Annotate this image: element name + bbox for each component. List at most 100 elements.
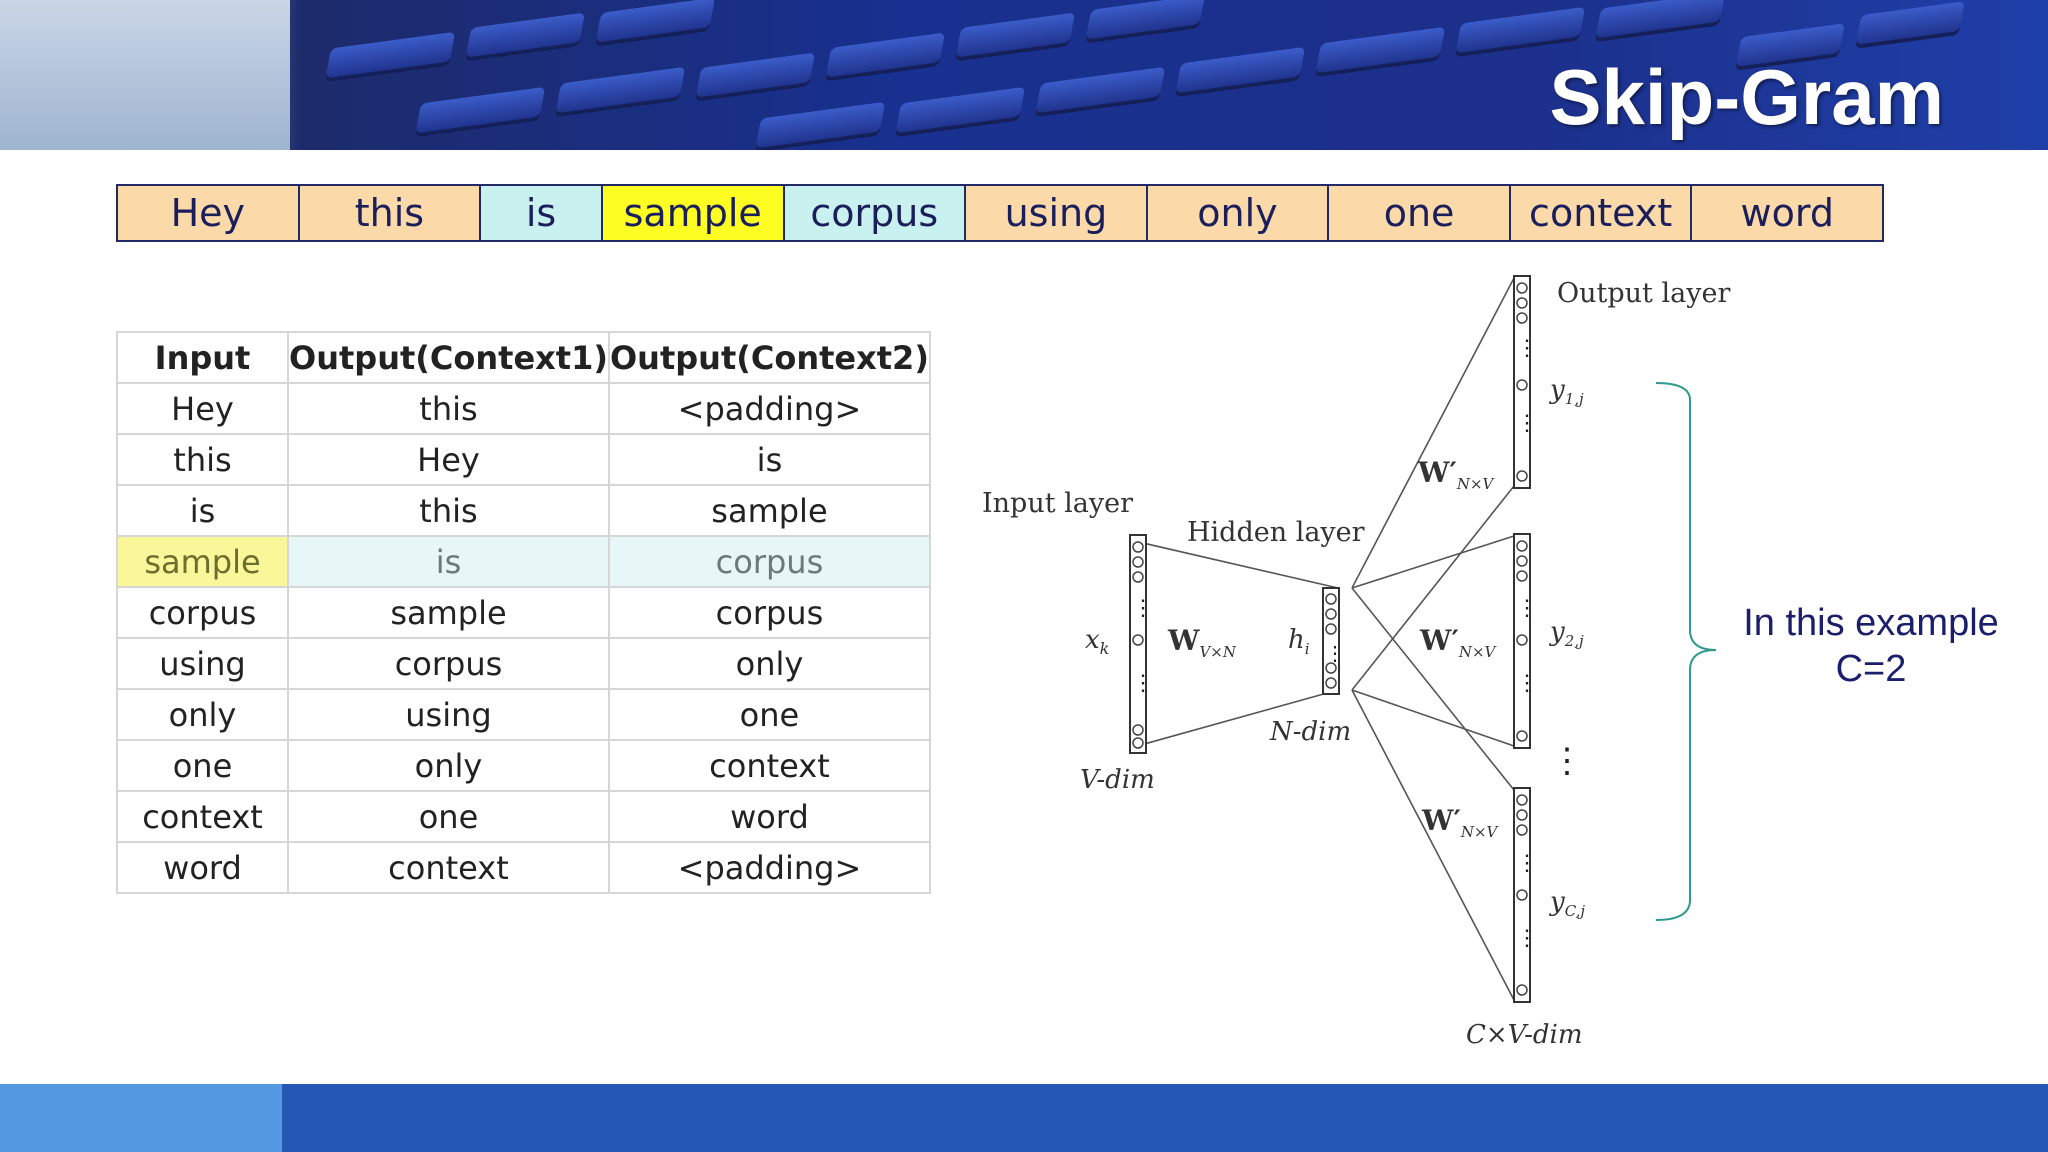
connection-line: [1129, 539, 1339, 589]
keyboard-key-shape: [824, 32, 946, 82]
v-dim-label: V-dim: [1080, 765, 1155, 795]
table-cell: context: [116, 790, 289, 843]
connection-line: [1351, 535, 1515, 589]
output-weight-label-c: W′N×V: [1421, 804, 1500, 841]
table-header-cell: Output(Context2): [607, 331, 931, 384]
connection-line: [1351, 689, 1515, 1001]
sentence-word: context: [1510, 186, 1693, 240]
svg-text:⋮: ⋮: [1132, 596, 1154, 621]
table-cell: context: [287, 841, 610, 894]
output-weight-label-2: W′N×V: [1419, 624, 1498, 661]
input-layer-vector: ⋮ ⋮: [1129, 534, 1154, 754]
table-cell: word: [116, 841, 289, 894]
keyboard-key-shape: [1594, 0, 1726, 43]
skip-gram-network-diagram: ⋮ ⋮ ⋮ ⋮ ⋮ ⋮ ⋮ ⋮: [982, 275, 1730, 1050]
hidden-variable-label: hi: [1288, 625, 1310, 658]
output-vector-2: ⋮ ⋮: [1513, 533, 1538, 749]
header-banner: Skip-Gram: [0, 0, 2048, 150]
header-light-panel: [0, 0, 290, 150]
note-line-1: In this example: [1743, 602, 1999, 644]
connection-line: [1351, 587, 1515, 791]
keyboard-key-shape: [954, 12, 1076, 62]
keyboard-key-shape: [894, 86, 1026, 138]
n-dim-label: N-dim: [1269, 717, 1351, 747]
cv-dim-label: C×V-dim: [1466, 1020, 1582, 1050]
connection-line: [1129, 689, 1339, 749]
svg-text:⋮: ⋮: [1516, 336, 1538, 361]
table-cell: only: [607, 637, 931, 690]
table-cell: sample: [287, 586, 610, 639]
table-header-cell: Output(Context1): [287, 331, 610, 384]
output-layer-label: Output layer: [1557, 278, 1730, 309]
sentence-word: sample: [602, 186, 785, 240]
hidden-layer-vector: ⋮: [1322, 587, 1345, 695]
footer-bar-dark: [282, 1084, 2048, 1152]
table-cell: Hey: [287, 433, 610, 486]
sentence-word: this: [299, 186, 482, 240]
sentence-word: one: [1329, 186, 1511, 240]
note-line-2: C=2: [1835, 648, 1907, 690]
keyboard-key-shape: [1084, 0, 1206, 44]
keyboard-key-shape: [1034, 66, 1166, 118]
svg-text:⋮: ⋮: [1516, 671, 1538, 696]
keyboard-key-shape: [324, 31, 456, 83]
output-vector-1: ⋮ ⋮: [1513, 275, 1538, 489]
table-cell: this: [116, 433, 289, 486]
sentence-word: corpus: [784, 186, 967, 240]
table-cell: this: [287, 484, 610, 537]
vertical-ellipsis: ⋮: [1550, 741, 1584, 781]
output-variable-label-2: y2,j: [1549, 617, 1584, 650]
keyboard-key-shape: [594, 0, 716, 47]
keyboard-key-shape: [554, 66, 686, 118]
table-cell: only: [287, 739, 610, 792]
keyboard-key-shape: [754, 101, 886, 150]
sentence-word: using: [966, 186, 1148, 240]
sentence-word: only: [1147, 186, 1330, 240]
table-cell: word: [607, 790, 931, 843]
table-cell: sample: [607, 484, 931, 537]
input-weight-label: WV×N: [1167, 624, 1237, 661]
table-cell: corpus: [607, 586, 931, 639]
input-layer-label: Input layer: [982, 488, 1133, 519]
keyboard-key-shape: [1454, 6, 1586, 58]
table-header-cell: Input: [116, 331, 289, 384]
table-cell: corpus: [607, 535, 931, 588]
input-variable-label: xk: [1085, 625, 1109, 658]
table-cell: one: [116, 739, 289, 792]
table-cell: is: [287, 535, 610, 588]
svg-text:⋮: ⋮: [1132, 671, 1154, 696]
footer-bar-light: [0, 1084, 282, 1152]
connection-lines: [1129, 277, 1515, 1001]
table-cell: <padding>: [607, 841, 931, 894]
keyboard-key-shape: [464, 12, 586, 62]
keyboard-key-shape: [1314, 26, 1446, 78]
output-variable-label-c: yC,j: [1549, 887, 1585, 920]
svg-text:⋮: ⋮: [1516, 411, 1538, 436]
sentence-word: Hey: [118, 186, 300, 240]
hidden-layer-label: Hidden layer: [1187, 517, 1365, 548]
table-cell: is: [116, 484, 289, 537]
keyboard-key-shape: [1855, 1, 1965, 49]
table-cell: <padding>: [607, 382, 931, 435]
connection-line: [1351, 689, 1515, 747]
keyboard-key-shape: [414, 86, 546, 138]
table-cell: one: [607, 688, 931, 741]
table-cell: is: [607, 433, 931, 486]
svg-text:⋮: ⋮: [1325, 641, 1345, 665]
example-note: In this example C=2: [1716, 600, 2026, 692]
sentence-word: word: [1692, 186, 1883, 240]
sentence-word: is: [481, 186, 603, 240]
table-cell: corpus: [287, 637, 610, 690]
svg-text:⋮: ⋮: [1516, 596, 1538, 621]
